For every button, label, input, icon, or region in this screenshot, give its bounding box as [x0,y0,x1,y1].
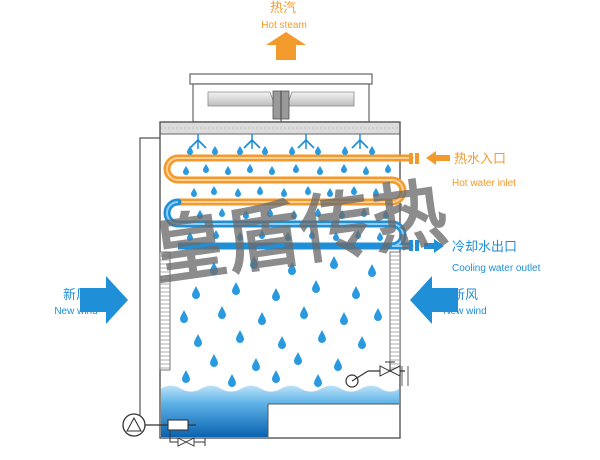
water-drop-icon [236,330,244,343]
water-drop-icon [211,186,217,195]
new-wind-right-label-cn: 新风 [452,287,478,303]
water-drop-icon [358,336,366,349]
water-drop-icon [187,146,193,155]
water-drop-icon [218,306,226,319]
cooling-water-outlet-arrow-icon [424,239,444,253]
water-drop-icon [300,306,308,319]
circulation-pump-icon [122,413,206,447]
hot-steam-label-en: Hot steam [261,20,307,31]
water-drop-icon [262,146,268,155]
hot-steam-label-cn: 热汽 [270,1,296,16]
water-drop-icon [334,358,342,371]
water-drop-icon [352,286,360,299]
water-drop-icon [294,352,302,365]
water-drop-icon [247,164,253,173]
water-drop-icon [385,164,391,173]
new-wind-right-label-en: New wind [443,306,486,317]
water-drop-icon [369,146,375,155]
water-drop-icon [235,188,241,197]
water-drop-icon [258,312,266,325]
left-louver [159,251,171,371]
water-basin [160,384,400,437]
water-drop-icon [374,308,382,321]
water-drop-icon [341,164,347,173]
water-drop-icon [269,166,275,175]
float-valve-icon [345,361,409,388]
spray-nozzles [189,134,369,149]
water-drop-icon [180,310,188,323]
water-drop-icon [228,374,236,387]
water-drop-icon [183,166,189,175]
louver-slats [160,255,400,369]
spray-nozzle-icon [351,134,369,149]
water-drop-icon [340,312,348,325]
fan-housing [189,73,373,123]
water-drop-icon [289,146,295,155]
water-drop-icon [257,186,263,195]
cooling-water-outlet-label-cn: 冷却水出口 [452,240,517,255]
water-drop-icon [312,280,320,293]
water-drop-icon [272,288,280,301]
spray-nozzle-icon [297,134,315,149]
water-drop-icon [278,336,286,349]
water-drop-icon [212,146,218,155]
new-wind-left-label-en: New wind [54,306,97,317]
water-drop-icon [272,370,280,383]
water-drop-icon [317,166,323,175]
water-drop-icon [363,166,369,175]
water-drop-icon [318,330,326,343]
water-drop-icon [210,354,218,367]
new-wind-left-arrow-icon [80,276,128,324]
cooling-water-outlet-label-en: Cooling water outlet [452,263,541,274]
hot-water-inlet-label-en: Hot water inlet [452,178,516,189]
water-drop-icon [315,146,321,155]
water-drop-icon [252,358,260,371]
water-drop-icon [342,146,348,155]
water-drop-icon [225,166,231,175]
new-wind-right-arrow-icon [410,276,458,324]
spray-nozzle-icon [243,134,261,149]
spray-nozzle-icon [189,134,207,149]
hot-water-inlet-arrow-icon [426,151,450,165]
water-drop-icon [203,164,209,173]
water-drop-icon [314,374,322,387]
fan-blade-right-icon [286,91,355,107]
water-drop-icon [194,334,202,347]
water-drop-icon [191,188,197,197]
water-drop-icon [237,146,243,155]
water-drop-icon [293,164,299,173]
watermark-text: 皇盾传热 [147,170,452,296]
water-drop-icon [182,370,190,383]
hot-steam-arrow [266,32,306,60]
heat-exchange-coil [163,153,419,251]
fan-blade-left-icon [207,91,276,107]
hot-water-inlet-label-cn: 热水入口 [454,152,506,167]
new-wind-left-label-cn: 新风 [63,287,89,303]
